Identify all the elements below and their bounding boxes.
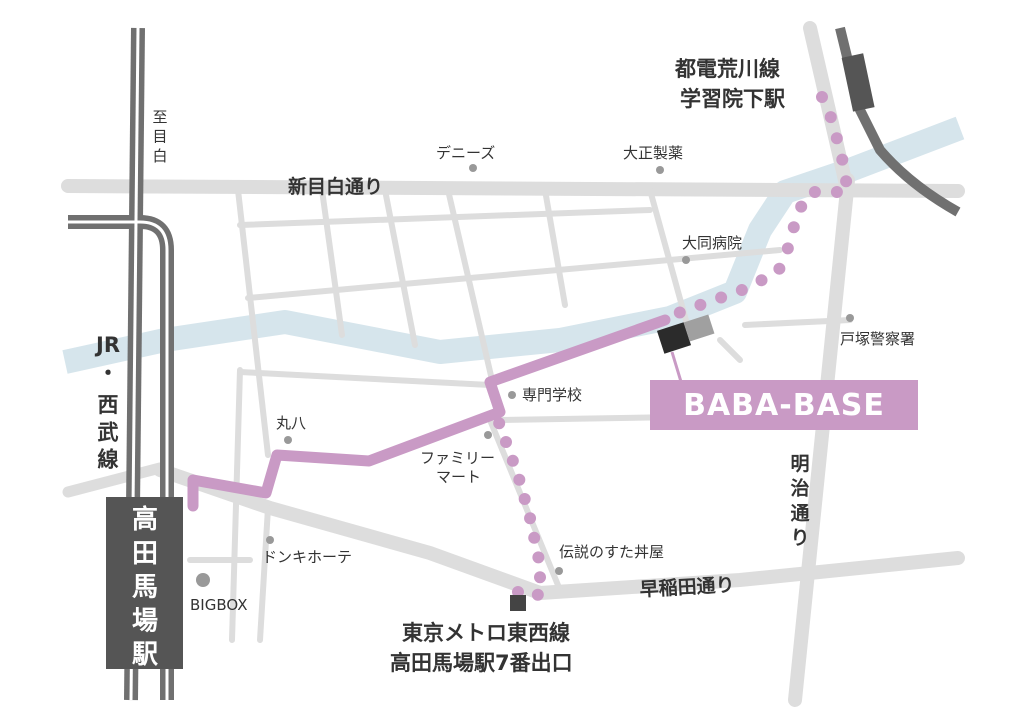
street-meiji bbox=[788, 173, 855, 707]
jr-label: JR bbox=[94, 333, 120, 357]
seibu-label: 西武線 bbox=[98, 393, 119, 472]
arakawa-rail bbox=[835, 26, 961, 217]
landmark-bigbox: BIGBOX bbox=[190, 596, 248, 614]
jr-dot-label: ・ bbox=[98, 361, 119, 385]
street-label-meiji: 明治通り bbox=[790, 453, 810, 549]
destination-building bbox=[656, 314, 715, 386]
landmark-densetsu: 伝説のすた丼屋 bbox=[559, 543, 664, 561]
landmark-school: 専門学校 bbox=[522, 386, 582, 404]
street-waseda bbox=[153, 463, 965, 601]
metro-exit-marker bbox=[510, 595, 526, 611]
street-shinmejiro bbox=[61, 179, 965, 198]
route-from-jr-station bbox=[187, 314, 671, 512]
landmark-dots bbox=[196, 164, 854, 587]
arakawa-line2: 学習院下駅 bbox=[680, 87, 786, 111]
street-west-side bbox=[62, 462, 166, 498]
route-from-metro-exit bbox=[492, 414, 546, 602]
station-label: 高田馬場駅 bbox=[132, 504, 158, 670]
destination-label: BABA-BASE bbox=[683, 388, 885, 423]
landmark-family-1: ファミリー bbox=[420, 449, 495, 467]
arakawa-station-block bbox=[841, 53, 875, 112]
metro-exit-line1: 東京メトロ東西線 bbox=[402, 621, 570, 645]
river bbox=[62, 116, 965, 374]
landmark-dennys: デニーズ bbox=[436, 144, 495, 162]
landmark-family-2: マート bbox=[436, 468, 481, 486]
street-label-waseda: 早稲田通り bbox=[639, 574, 735, 601]
metro-exit-line2: 高田馬場駅7番出口 bbox=[390, 651, 573, 675]
street-label-shinmejiro: 新目白通り bbox=[288, 175, 383, 198]
landmark-daido: 大同病院 bbox=[682, 234, 742, 252]
landmark-maruhachi: 丸八 bbox=[276, 414, 306, 432]
destination-label-box bbox=[650, 380, 918, 430]
direction-label: 至目白 bbox=[152, 108, 167, 165]
bigbox-marker bbox=[196, 573, 210, 587]
route-from-arakawa bbox=[659, 91, 856, 324]
arakawa-line1: 都電荒川線 bbox=[674, 57, 780, 81]
landmark-donki: ドンキホーテ bbox=[262, 548, 352, 566]
landmark-totsuka: 戸塚警察署 bbox=[840, 330, 915, 348]
landmark-taisho: 大正製薬 bbox=[623, 144, 683, 162]
station-box bbox=[106, 497, 183, 669]
